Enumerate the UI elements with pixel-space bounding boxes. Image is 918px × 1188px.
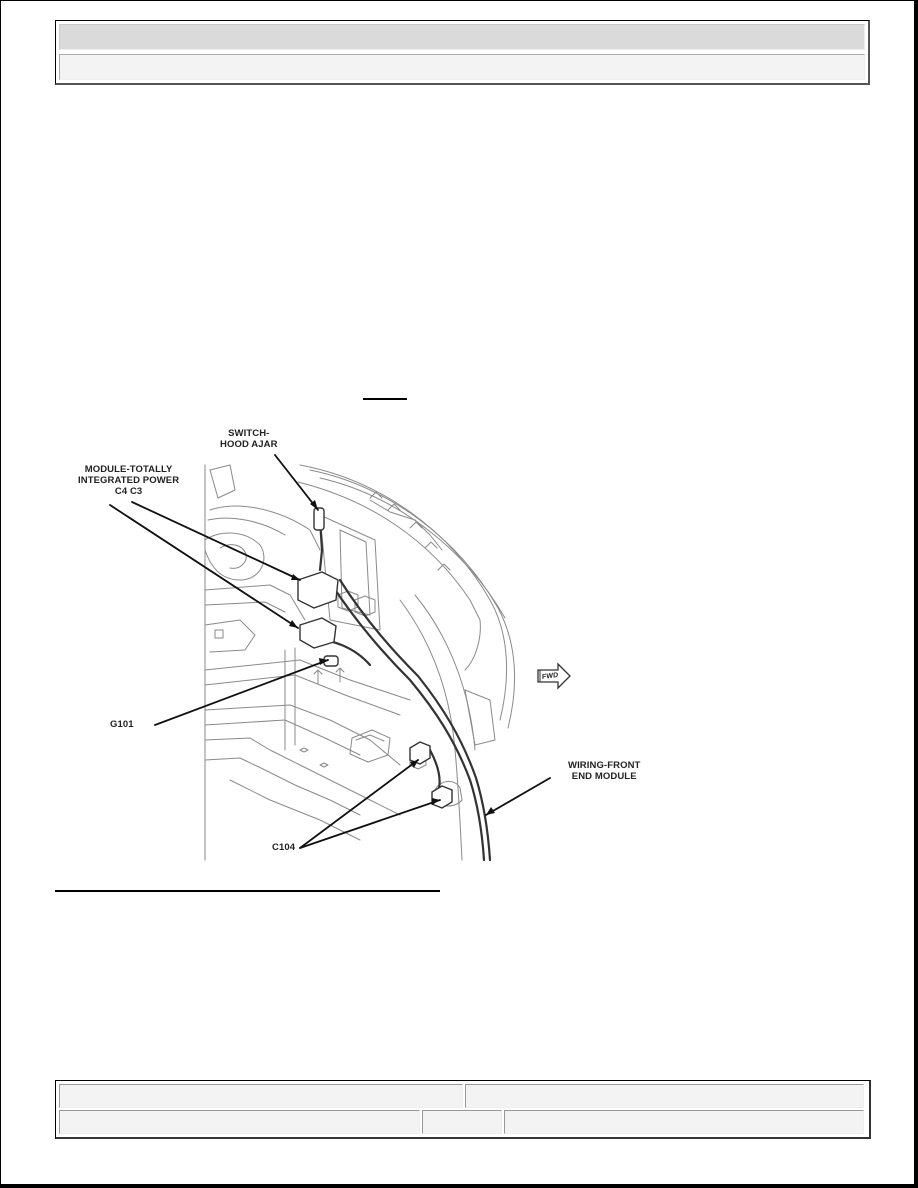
label-wiring-line2: END MODULE (571, 771, 637, 782)
footer-text-r1c2 (466, 1085, 863, 1095)
header-subtitle-text (60, 55, 864, 65)
figure-caption-underline (363, 398, 407, 400)
label-switch-hood-ajar: SWITCH- HOOD AJAR (220, 428, 278, 450)
label-switch-line2: HOOD AJAR (220, 439, 278, 450)
footer-cell-r2c2 (422, 1110, 502, 1134)
footer-text-r2c2 (423, 1111, 501, 1121)
header-title-row (59, 24, 865, 50)
label-g101: G101 (110, 719, 134, 730)
label-module-line1: MODULE-TOTALLY (84, 464, 173, 475)
label-module-tipm: MODULE-TOTALLY INTEGRATED POWER C4 C3 (78, 464, 179, 497)
footer-text-r2c1 (60, 1111, 419, 1121)
wiring-diagram-figure: SWITCH- HOOD AJAR MODULE-TOTALLY INTEGRA… (70, 420, 640, 870)
label-switch-line1: SWITCH- (228, 428, 270, 439)
footer-cell-r1c2 (465, 1084, 864, 1108)
footer-text-r2c3 (505, 1111, 863, 1121)
label-module-connectors: C4 C3 (114, 486, 143, 497)
header-title-text (60, 25, 864, 35)
label-wiring-line1: WIRING-FRONT (568, 760, 641, 771)
forward-arrow-icon (537, 662, 571, 690)
footer-table (55, 1080, 871, 1139)
footer-text-r1c1 (60, 1085, 462, 1095)
label-c104: C104 (272, 842, 296, 853)
header-table (55, 20, 870, 85)
label-wiring-front-end-module: WIRING-FRONT END MODULE (568, 760, 640, 782)
label-module-line2: INTEGRATED POWER (78, 475, 180, 486)
section-underline (55, 890, 440, 892)
footer-cell-r2c1 (59, 1110, 420, 1134)
header-subtitle-row (59, 54, 865, 80)
footer-cell-r1c1 (59, 1084, 463, 1108)
diagram-line-art (109, 454, 571, 862)
fwd-arrow-text: FWD (542, 671, 559, 682)
footer-cell-r2c3 (504, 1110, 864, 1134)
